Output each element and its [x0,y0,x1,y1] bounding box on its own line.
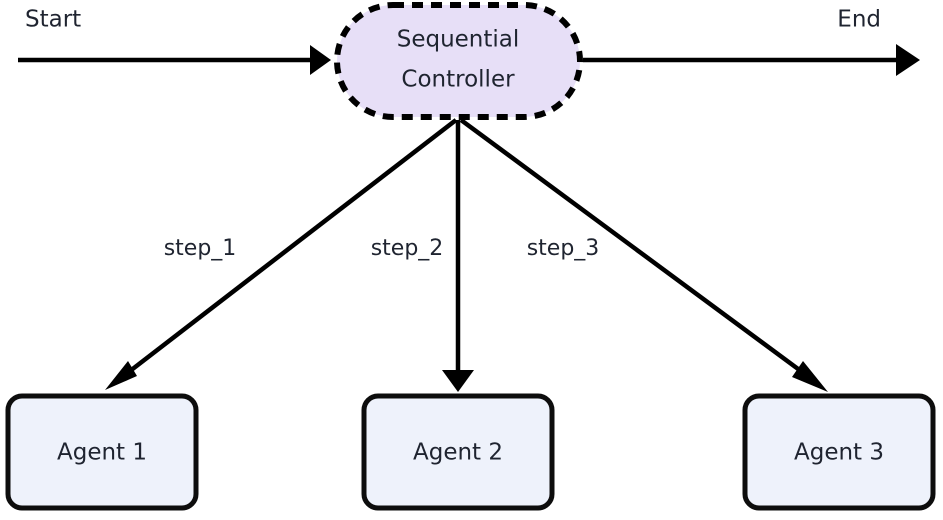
edge-end-arrowhead [896,44,920,76]
edge-controller-to-end[interactable] [583,44,920,76]
edge-step-3[interactable]: step_3 [459,118,828,392]
edge-step-1-line [115,118,458,383]
agent-3-label: Agent 3 [794,440,884,466]
controller-label-line-1: Sequential [397,27,520,53]
edge-step-1[interactable]: step_1 [105,118,458,390]
edge-step-1-arrowhead [105,361,137,390]
agent-1-label: Agent 1 [57,440,147,466]
agent-2-box [361,393,555,511]
edge-step-1-label: step_1 [164,236,237,261]
edge-step-2-arrowhead [442,370,474,392]
node-agent-2[interactable]: Agent 2 [361,393,555,511]
start-label: Start [25,7,81,33]
edge-step-3-arrowhead [792,361,828,392]
node-agent-3[interactable]: Agent 3 [742,393,936,511]
controller-shape [334,2,583,120]
agent-3-box [742,393,936,511]
agent-2-label: Agent 2 [413,440,503,466]
edge-step-3-label: step_3 [527,236,600,261]
edge-step-2[interactable]: step_2 [371,120,474,392]
controller-label-line-2: Controller [401,67,515,93]
edge-start-arrowhead [310,45,331,75]
edge-step-3-line [459,118,815,382]
node-agent-1[interactable]: Agent 1 [5,393,199,511]
end-label: End [837,7,881,33]
node-sequential-controller[interactable]: Sequential Controller [334,2,583,120]
agent-1-box [5,393,199,511]
edge-step-2-label: step_2 [371,236,444,261]
edge-start-to-controller[interactable] [18,45,331,75]
